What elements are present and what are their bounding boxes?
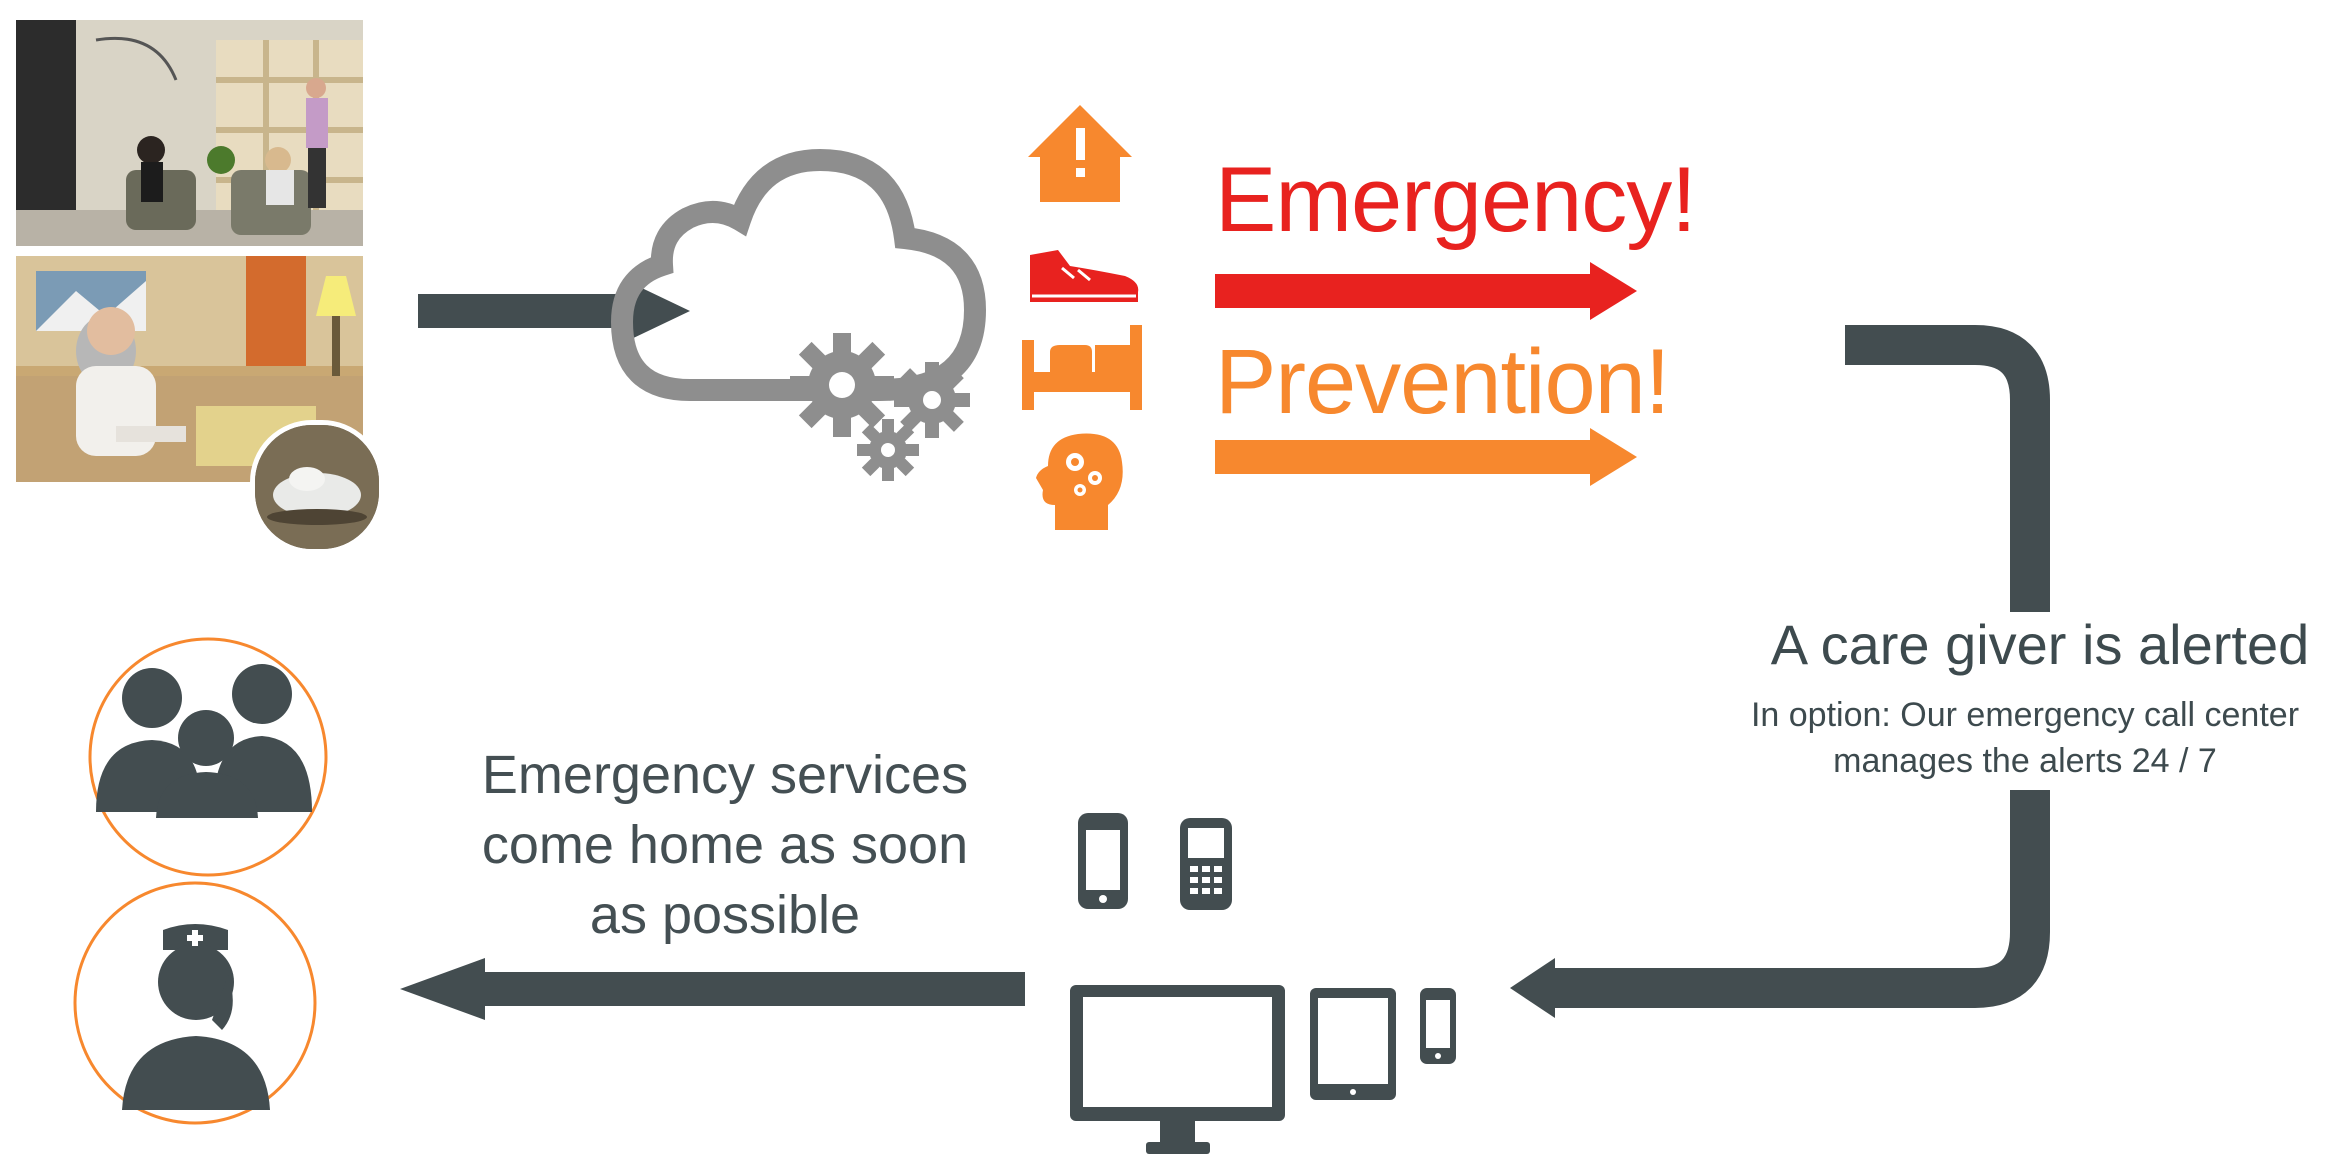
sensor-device-photo	[250, 420, 384, 554]
head-gears-icon	[1036, 433, 1123, 530]
monitor-icon	[1070, 985, 1285, 1154]
house-alert-icon	[1028, 105, 1132, 202]
emergency-services-line2: come home as soon	[481, 815, 969, 875]
arrow-to-people	[400, 958, 1025, 1020]
family-icon	[88, 637, 328, 877]
shoe-icon	[1030, 250, 1139, 302]
smartphone-icon	[1078, 813, 1128, 909]
prevention-label: Prevention!	[1215, 331, 1670, 433]
emergency-services-line3: as possible	[589, 885, 861, 945]
emergency-arrow	[1215, 262, 1637, 320]
arrow-to-devices-head	[1510, 958, 1555, 1018]
living-room-photo	[16, 20, 363, 246]
mobile-phone-icon	[1180, 818, 1232, 910]
emergency-services-line1: Emergency services	[481, 745, 969, 805]
alert-flow-path-bottom	[1550, 790, 2050, 1008]
arrow-to-cloud	[418, 280, 690, 342]
cloud-gears-icon	[610, 148, 987, 481]
caregiver-alert-label: A care giver is alerted	[1770, 613, 2310, 676]
emergency-label: Emergency!	[1215, 149, 1697, 251]
tablet-icon	[1310, 988, 1396, 1100]
alert-flow-path-top	[1845, 325, 2050, 612]
small-phone-icon	[1420, 988, 1456, 1064]
call-center-option-line1: In option: Our emergency call center	[1750, 696, 2300, 734]
nurse-icon	[73, 881, 317, 1125]
call-center-option-line2: manages the alerts 24 / 7	[1833, 742, 2217, 780]
emergency-services-text: Emergency services come home as soon as …	[440, 740, 1010, 950]
prevention-arrow	[1215, 428, 1637, 486]
bed-icon	[1022, 325, 1142, 410]
call-center-option-text: In option: Our emergency call center man…	[1725, 692, 2325, 784]
